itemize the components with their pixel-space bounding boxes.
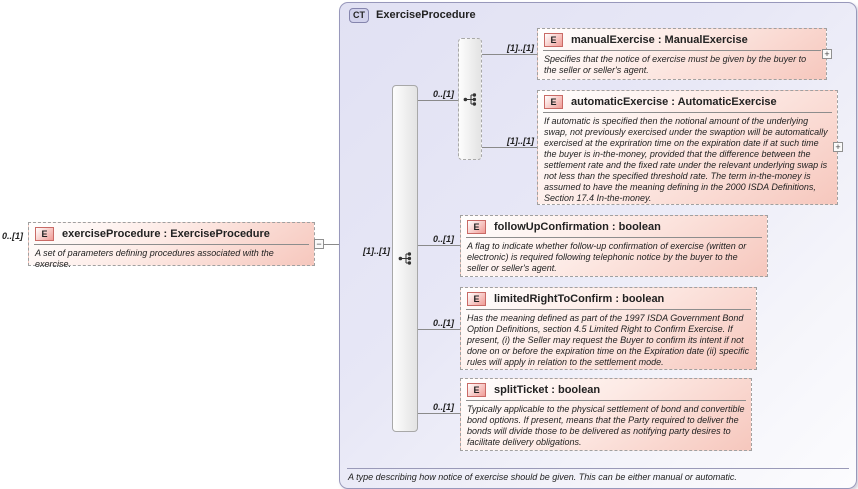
limitedRightToConfirm-cardinality: 0..[1] <box>432 318 454 328</box>
element-exerciseProcedure[interactable]: E exerciseProcedure : ExerciseProcedure … <box>28 222 315 269</box>
choice-icon <box>463 92 476 106</box>
element-title: splitTicket : boolean <box>494 384 601 396</box>
connector-line <box>418 245 460 246</box>
element-annotation: A set of parameters defining procedures … <box>35 248 274 269</box>
connector-line <box>482 147 537 148</box>
followUpConfirmation-cardinality: 0..[1] <box>432 234 454 244</box>
element-annotation: Has the meaning defined as part of the 1… <box>467 313 750 367</box>
root-cardinality: 0..[1] <box>2 231 24 241</box>
separator <box>466 237 762 238</box>
element-badge-icon: E <box>544 33 563 47</box>
collapse-handle[interactable]: − <box>314 239 324 249</box>
element-title: manualExercise : ManualExercise <box>571 34 748 46</box>
connector-line <box>418 100 458 101</box>
expand-handle-automaticExercise[interactable]: + <box>833 142 843 152</box>
element-badge-icon: E <box>544 95 563 109</box>
element-annotation: If automatic is specified then the notio… <box>544 116 828 203</box>
element-annotation: A flag to indicate whether follow-up con… <box>467 241 747 273</box>
element-title: limitedRightToConfirm : boolean <box>494 293 665 305</box>
connector-line <box>418 329 460 330</box>
element-manualExercise[interactable]: E manualExercise : ManualExercise Specif… <box>537 28 827 80</box>
element-annotation: Specifies that the notice of exercise mu… <box>544 54 807 75</box>
automaticExercise-cardinality: [1]..[1] <box>507 136 534 146</box>
element-limitedRightToConfirm[interactable]: E limitedRightToConfirm : boolean Has th… <box>460 287 757 370</box>
sequence-cardinality: [1]..[1] <box>363 246 390 256</box>
element-title: followUpConfirmation : boolean <box>494 221 661 233</box>
sequence-group-bar[interactable] <box>392 85 418 432</box>
separator <box>543 50 821 51</box>
manualExercise-cardinality: [1]..[1] <box>507 43 534 53</box>
element-title: exerciseProcedure : ExerciseProcedure <box>62 228 270 240</box>
connector-line <box>324 244 345 245</box>
choice-cardinality: 0..[1] <box>432 89 454 99</box>
complex-type-title: ExerciseProcedure <box>376 9 476 21</box>
separator <box>543 112 832 113</box>
footer-divider <box>347 468 849 469</box>
choice-group-bar[interactable] <box>458 38 482 160</box>
element-followUpConfirmation[interactable]: E followUpConfirmation : boolean A flag … <box>460 215 768 277</box>
connector-line <box>482 54 537 55</box>
element-title: automaticExercise : AutomaticExercise <box>571 96 777 108</box>
expand-handle-manualExercise[interactable]: + <box>822 49 832 59</box>
element-badge-icon: E <box>467 383 486 397</box>
splitTicket-cardinality: 0..[1] <box>432 402 454 412</box>
complex-type-annotation: A type describing how notice of exercise… <box>348 472 737 482</box>
element-automaticExercise[interactable]: E automaticExercise : AutomaticExercise … <box>537 90 838 205</box>
element-splitTicket[interactable]: E splitTicket : boolean Typically applic… <box>460 378 752 451</box>
sequence-icon <box>398 252 411 265</box>
separator <box>466 400 746 401</box>
separator <box>34 244 309 245</box>
element-badge-icon: E <box>467 220 486 234</box>
complex-type-badge-icon: CT <box>349 8 369 23</box>
element-badge-icon: E <box>467 292 486 306</box>
element-annotation: Typically applicable to the physical set… <box>467 404 745 447</box>
connector-line <box>418 413 460 414</box>
separator <box>466 309 751 310</box>
element-badge-icon: E <box>35 227 54 241</box>
